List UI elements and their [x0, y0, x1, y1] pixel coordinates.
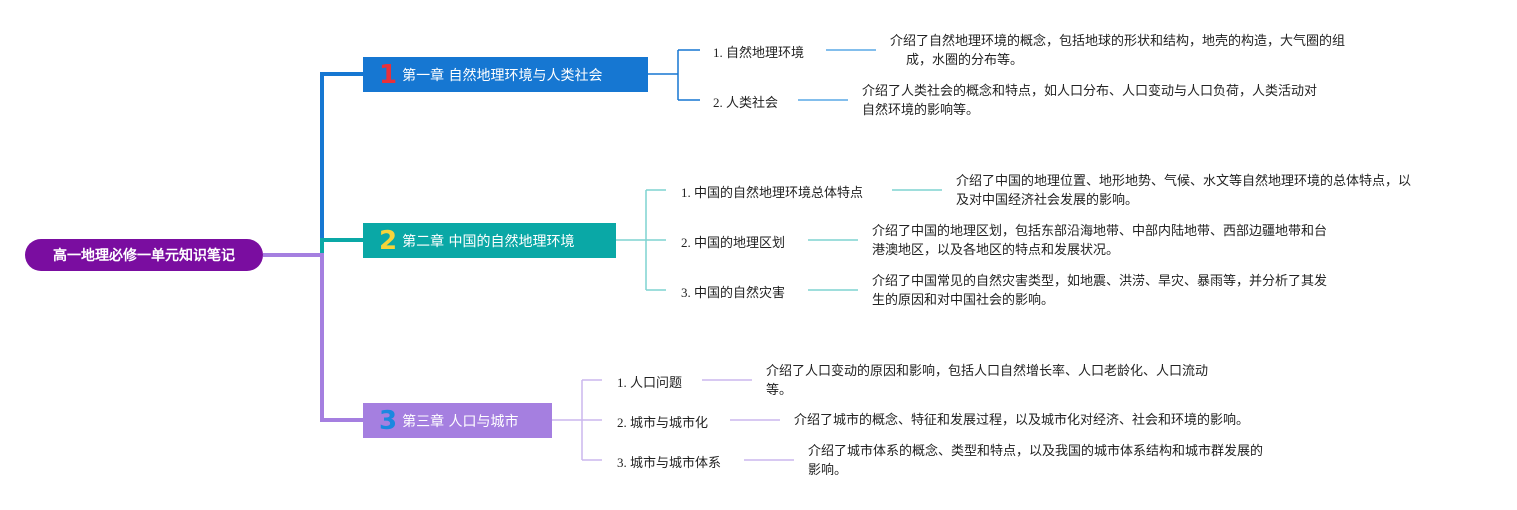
description-line: 介绍了城市的概念、特征和发展过程，以及城市化对经济、社会和环境的影响。 [794, 413, 1250, 428]
description-line: 自然环境的影响等。 [862, 103, 980, 118]
connector-root-chapter2 [263, 238, 363, 257]
topic-3-3-description: 介绍了城市体系的概念、类型和特点，以及我国的城市体系结构和城市群发展的 影响。 [808, 442, 1263, 480]
topic-2-3[interactable]: 3. 中国的自然灾害 [681, 282, 785, 301]
topic-title: 城市与城市化 [630, 416, 709, 431]
topic-1-1-description: 介绍了自然地理环境的概念，包括地球的形状和结构，地壳的构造，大气圈的组 成，水圈… [890, 32, 1345, 70]
description-line: 影响。 [808, 463, 848, 478]
chapter-1-node[interactable]: 1 第一章 自然地理环境与人类社会 [363, 57, 648, 92]
topic-number: 2. [713, 95, 723, 110]
topic-title: 自然地理环境 [726, 46, 805, 61]
topic-1-2-description: 介绍了人类社会的概念和特点，如人口分布、人口变动与人口负荷，人类活动对 自然环境… [862, 82, 1317, 120]
description-line: 港澳地区，以及各地区的特点和发展状况。 [872, 243, 1120, 258]
root-node[interactable]: 高一地理必修一单元知识笔记 [25, 239, 263, 271]
description-line: 等。 [766, 383, 793, 398]
chapter-1-title: 第一章 自然地理环境与人类社会 [402, 67, 603, 84]
topic-3-1-description: 介绍了人口变动的原因和影响，包括人口自然增长率、人口老龄化、人口流动 等。 [766, 362, 1208, 400]
topic-number: 2. [681, 235, 691, 250]
topic-3-2[interactable]: 2. 城市与城市化 [617, 412, 708, 431]
chapter-2-node[interactable]: 2 第二章 中国的自然地理环境 [363, 223, 616, 258]
topic-1-1[interactable]: 1. 自然地理环境 [713, 42, 804, 61]
topic-number: 3. [617, 455, 627, 470]
connector-ch2-bracket [616, 190, 647, 290]
topic-number: 1. [617, 375, 627, 390]
topic-title: 中国的自然灾害 [694, 286, 786, 301]
root-label: 高一地理必修一单元知识笔记 [53, 248, 235, 264]
connector-ch3-bracket [552, 380, 583, 460]
topic-2-1[interactable]: 1. 中国的自然地理环境总体特点 [681, 182, 863, 201]
chapter-3-node[interactable]: 3 第三章 人口与城市 [363, 403, 552, 438]
topic-3-2-description: 介绍了城市的概念、特征和发展过程，以及城市化对经济、社会和环境的影响。 [794, 411, 1249, 430]
topic-title: 中国的地理区划 [694, 236, 786, 251]
chapter-2-number: 2 [379, 225, 398, 256]
topic-2-2[interactable]: 2. 中国的地理区划 [681, 232, 785, 251]
chapter-3-number: 3 [379, 405, 398, 436]
description-line: 成，水圈的分布等。 [906, 53, 1024, 68]
topic-number: 1. [681, 185, 691, 200]
topic-title: 中国的自然地理环境总体特点 [694, 186, 864, 201]
topic-2-1-description: 介绍了中国的地理位置、地形地势、气候、水文等自然地理环境的总体特点，以 及对中国… [956, 172, 1411, 210]
connector-root-chapter1 [263, 72, 363, 257]
description-line: 生的原因和对中国社会的影响。 [872, 293, 1055, 308]
topic-number: 1. [713, 45, 723, 60]
topic-number: 2. [617, 415, 627, 430]
description-line: 介绍了人类社会的概念和特点，如人口分布、人口变动与人口负荷，人类活动对 [862, 84, 1318, 99]
description-line: 介绍了人口变动的原因和影响，包括人口自然增长率、人口老龄化、人口流动 [766, 364, 1209, 379]
topic-1-2[interactable]: 2. 人类社会 [713, 92, 778, 111]
description-line: 介绍了中国的地理位置、地形地势、气候、水文等自然地理环境的总体特点，以 [956, 174, 1412, 189]
description-line: 及对中国经济社会发展的影响。 [956, 193, 1139, 208]
chapter-3-title: 第三章 人口与城市 [402, 413, 519, 430]
topic-title: 人类社会 [726, 96, 779, 111]
topic-title: 城市与城市体系 [630, 456, 722, 471]
topic-2-3-description: 介绍了中国常见的自然灾害类型，如地震、洪涝、旱灾、暴雨等，并分析了其发 生的原因… [872, 272, 1327, 310]
connector-ch1-bracket [648, 50, 679, 100]
topic-number: 3. [681, 285, 691, 300]
chapter-2-title: 第二章 中国的自然地理环境 [402, 233, 575, 250]
description-line: 介绍了城市体系的概念、类型和特点，以及我国的城市体系结构和城市群发展的 [808, 444, 1264, 459]
connector-root-chapter3 [263, 253, 363, 422]
chapter-1-number: 1 [379, 59, 398, 90]
description-line: 介绍了自然地理环境的概念，包括地球的形状和结构，地壳的构造，大气圈的组 [890, 34, 1346, 49]
topic-title: 人口问题 [630, 376, 683, 391]
topic-3-3[interactable]: 3. 城市与城市体系 [617, 452, 721, 471]
topic-2-2-description: 介绍了中国的地理区划，包括东部沿海地带、中部内陆地带、西部边疆地带和台 港澳地区… [872, 222, 1327, 260]
description-line: 介绍了中国常见的自然灾害类型，如地震、洪涝、旱灾、暴雨等，并分析了其发 [872, 274, 1328, 289]
topic-3-1[interactable]: 1. 人口问题 [617, 372, 682, 391]
description-line: 介绍了中国的地理区划，包括东部沿海地带、中部内陆地带、西部边疆地带和台 [872, 224, 1328, 239]
